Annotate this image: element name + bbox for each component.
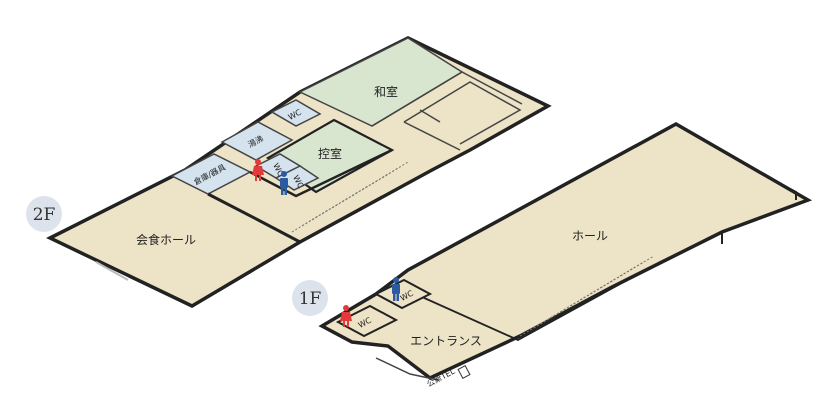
phone-icon xyxy=(457,365,471,379)
wall-2f-divider-2 xyxy=(403,121,461,151)
wall-2f-corridor-2 xyxy=(249,148,393,198)
stairs-1f xyxy=(519,255,655,337)
floor-2f: 和室 控室 会食ホール WC 湯沸 倉庫/器具 WC WC 2F xyxy=(26,36,552,308)
wall-2f-closet xyxy=(403,81,522,145)
floor-badge-1f-label: 1F xyxy=(299,289,322,309)
room-1f-wc-lower xyxy=(335,304,399,338)
restroom-male-icon xyxy=(392,277,400,301)
restroom-female-icon xyxy=(340,305,352,327)
floor-1f: ホール エントランス WC WC 公衆TEL 1F xyxy=(292,121,813,389)
restroom-male-icon xyxy=(280,171,288,195)
wall-1f-corner xyxy=(779,183,797,200)
label-hikae: 控室 xyxy=(318,146,342,161)
wall-1f-phone xyxy=(375,357,439,381)
floor-badge-2f: 2F xyxy=(26,196,62,232)
label-hall: ホール xyxy=(572,229,608,243)
restroom-female-icon xyxy=(252,159,264,181)
label-washitsu: 和室 xyxy=(374,84,398,99)
floor-badge-1f: 1F xyxy=(292,280,328,316)
room-wc-top xyxy=(270,99,322,127)
stairs-2f xyxy=(291,161,409,233)
label-entrance: エントランス xyxy=(410,334,482,348)
wall-2f-divider xyxy=(419,109,441,123)
wall-2f-right-rooms xyxy=(371,71,523,127)
label-kaishoku-hall: 会食ホール xyxy=(136,232,196,247)
window-2f xyxy=(95,261,129,281)
wall-2f-corridor xyxy=(207,192,301,244)
wall-1f-hall xyxy=(401,231,723,342)
floor-badge-2f-label: 2F xyxy=(33,205,56,225)
room-pantry xyxy=(220,121,294,161)
